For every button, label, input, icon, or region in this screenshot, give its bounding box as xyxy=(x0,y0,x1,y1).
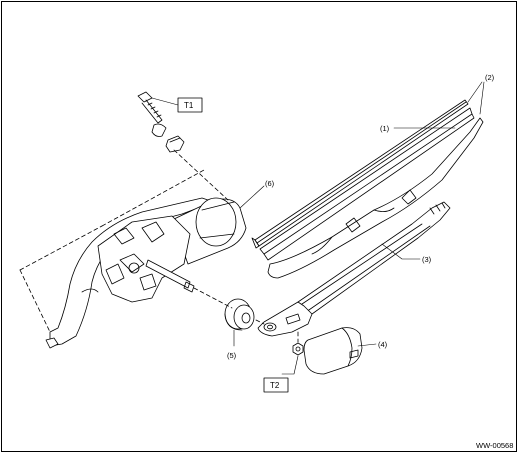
torque-box-t2 xyxy=(263,377,289,393)
grommet xyxy=(224,298,255,331)
callout-4: (4) xyxy=(378,340,388,349)
bolt-t1 xyxy=(137,91,185,153)
callout-1: (1) xyxy=(380,124,390,133)
torque-box-t1 xyxy=(177,97,203,113)
arm-cover-cap xyxy=(303,327,363,375)
torque-label-t2: T2 xyxy=(270,381,280,390)
callout-2: (2) xyxy=(485,73,495,82)
nut-t2 xyxy=(292,342,304,356)
blade-frame xyxy=(267,117,484,279)
leader-lines xyxy=(151,81,485,375)
wiper-motor xyxy=(45,197,247,349)
wiper-blade xyxy=(251,99,475,261)
torque-label-t1: T1 xyxy=(184,101,194,110)
figure-code: WW-00568 xyxy=(476,441,513,450)
callout-5: (5) xyxy=(227,351,237,360)
assembly-guide-lines xyxy=(19,149,299,343)
callout-3: (3) xyxy=(422,255,432,264)
wiper-arm xyxy=(257,201,451,337)
callout-6: (6) xyxy=(265,179,275,188)
